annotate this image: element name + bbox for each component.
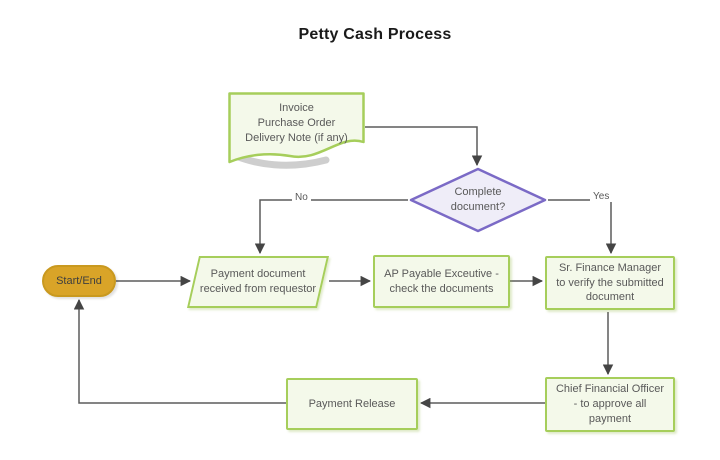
edge-label-yes: Yes	[590, 191, 613, 202]
node-payment-received: Payment document received from requestor	[186, 256, 330, 308]
node-payment-release: Payment Release	[286, 378, 418, 430]
connector-decision-no-to-payment-received	[254, 199, 408, 255]
node-source-documents: Invoice Purchase Order Delivery Note (if…	[228, 92, 365, 169]
payment-received-label: Payment document received from requestor	[199, 268, 317, 295]
decision-diamond-shape	[409, 167, 547, 233]
node-sr-verify: Sr. Finance Manager to verify the submit…	[545, 256, 675, 310]
document-shape	[228, 92, 365, 169]
decision-label: Complete document?	[450, 186, 506, 213]
connector-document-to-decision	[365, 126, 483, 167]
node-start-end: Start/End	[42, 265, 116, 297]
node-cfo-approve: Chief Financial Officer - to approve all…	[545, 377, 675, 432]
page-title: Petty Cash Process	[298, 26, 452, 43]
sr-verify-label: Sr. Finance Manager to verify the submit…	[556, 261, 664, 304]
cfo-approve-label: Chief Financial Officer - to approve all…	[555, 383, 664, 425]
node-complete-document-decision: Complete document?	[408, 167, 548, 233]
document-line-1: Invoice	[279, 102, 314, 114]
ap-check-label: AP Payable Exceutive - check the documen…	[384, 267, 499, 295]
document-line-3: Delivery Note (if any)	[245, 131, 348, 144]
start-end-label: Start/End	[56, 274, 102, 287]
payment-release-label: Payment Release	[308, 397, 396, 410]
node-ap-check: AP Payable Exceutive - check the documen…	[373, 255, 510, 308]
connector-decision-yes-to-sr-verify	[548, 199, 617, 255]
document-line-2: Purchase Order	[257, 116, 336, 129]
edge-label-no: No	[292, 192, 311, 203]
connector-payment-release-to-start	[73, 298, 286, 404]
document-label: Invoice Purchase Order Delivery Note (if…	[228, 101, 365, 146]
